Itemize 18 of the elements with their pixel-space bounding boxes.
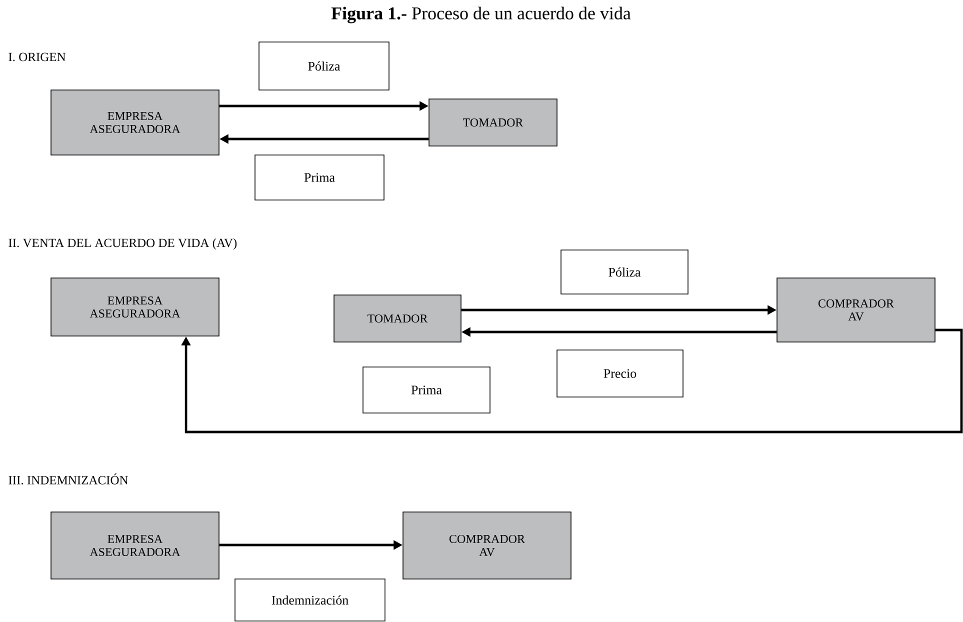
party-box: EMPRESA ASEGURADORA bbox=[50, 512, 220, 580]
item-box: Indemnización bbox=[234, 578, 386, 622]
section-heading: I. ORIGEN bbox=[8, 52, 66, 62]
party-box: TOMADOR bbox=[334, 294, 462, 342]
item-box: Precio bbox=[556, 350, 684, 398]
item-box: Póliza bbox=[560, 250, 688, 294]
party-box: TOMADOR bbox=[428, 98, 558, 146]
diagram-title: Figura 1.- Proceso de un acuerdo de vida bbox=[331, 6, 631, 24]
item-box: Prima bbox=[362, 366, 490, 414]
party-box: COMPRADOR AV bbox=[402, 512, 572, 580]
section-heading: III. INDEMNIZACIÓN bbox=[8, 474, 128, 484]
item-box: Prima bbox=[254, 154, 384, 200]
section-heading: II. VENTA DEL ACUERDO DE VIDA (AV) bbox=[8, 238, 237, 250]
party-box: EMPRESA ASEGURADORA bbox=[50, 90, 220, 156]
item-box: Póliza bbox=[258, 42, 390, 90]
arrow bbox=[181, 328, 963, 434]
party-box: COMPRADOR AV bbox=[776, 278, 936, 342]
party-box: EMPRESA ASEGURADORA bbox=[50, 278, 220, 336]
